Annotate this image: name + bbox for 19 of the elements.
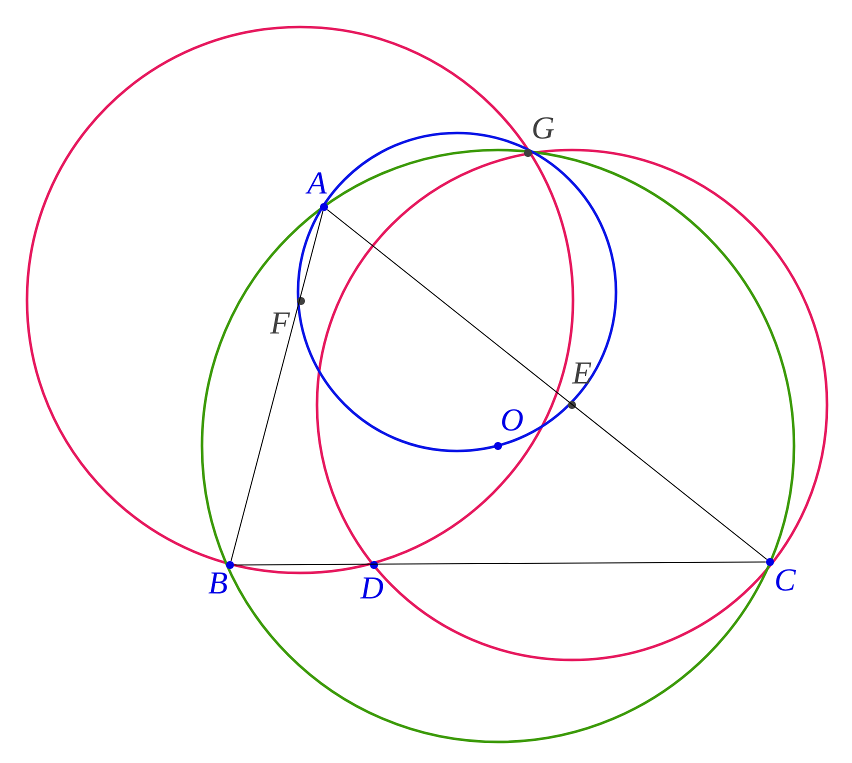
point-label: F <box>270 312 290 334</box>
point-dot <box>226 560 234 569</box>
point-label: C <box>776 569 796 591</box>
point-dot <box>320 203 328 211</box>
point-label: G <box>533 117 554 139</box>
triangle-side <box>326 209 768 560</box>
point-label: B <box>208 572 228 594</box>
triangle-side <box>230 210 324 562</box>
point-dot <box>370 560 378 569</box>
point-label: A <box>305 172 327 194</box>
triangle-side <box>234 562 766 566</box>
point-label: O <box>502 409 523 431</box>
point-dot <box>524 149 532 157</box>
point-label: E <box>572 362 592 384</box>
point-dot <box>297 297 305 305</box>
point-dot <box>568 400 576 409</box>
point-dot <box>494 442 502 450</box>
point-dot <box>766 558 774 566</box>
point-label: D <box>360 577 384 598</box>
